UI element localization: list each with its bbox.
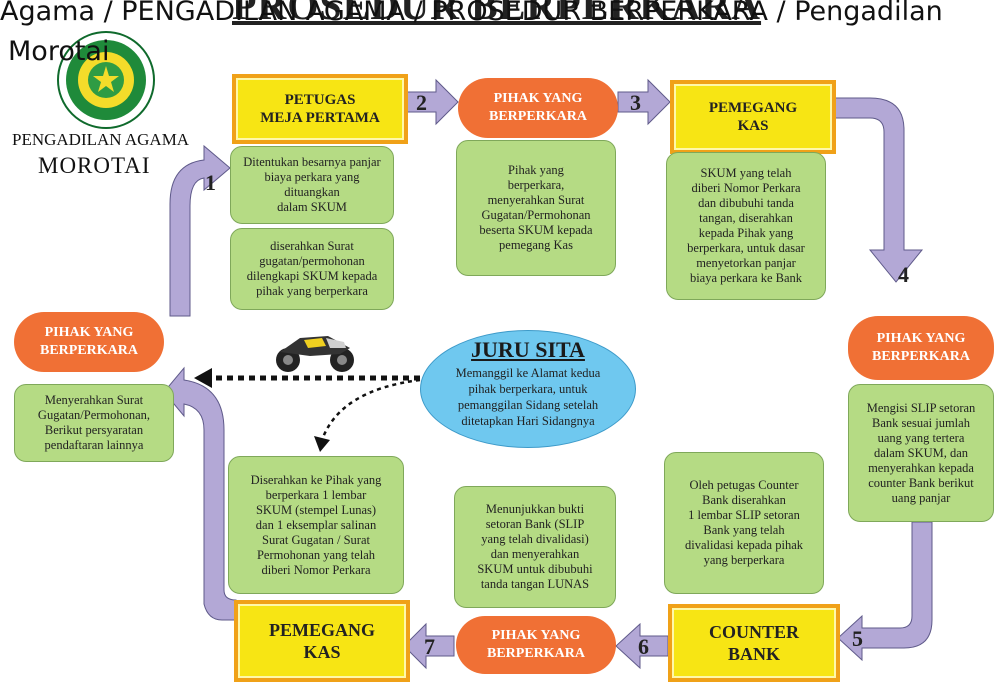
step-number-7: 7 (424, 634, 435, 659)
step-number-4: 4 (898, 262, 909, 287)
organization-name: PENGADILAN AGAMA (12, 130, 190, 149)
step-counter-bank: COUNTER BANK (668, 604, 840, 682)
step-number-3: 3 (630, 90, 641, 115)
arrow-loop-left (163, 366, 237, 621)
step-pihak-berperkara-bottom: PIHAK YANG BERPERKARA (456, 616, 616, 674)
diagram-title: PROSEDUR BERPERKARA (232, 0, 762, 28)
note-skum-nomor: SKUM yang telah diberi Nomor Perkara dan… (666, 152, 826, 300)
breadcrumb: Agama / PENGADILAN AGAMA / PROSEDUR BERP… (0, 0, 943, 27)
juru-sita-ellipse: JURU SITA Memanggil ke Alamat kedua piha… (420, 330, 636, 448)
note-bukti-setoran: Menunjukkan bukti setoran Bank (SLIP yan… (454, 486, 616, 608)
note-surat-gugatan: diserahkan Surat gugatan/permohonan dile… (230, 228, 394, 310)
step-pemegang-kas-top: PEMEGANG KAS (670, 80, 836, 154)
arrow-3 (617, 78, 671, 126)
step-number-1: 1 (205, 170, 216, 195)
arrow-4 (829, 97, 924, 283)
note-penyerahan-awal: Menyerahkan Surat Gugatan/Permohonan, Be… (14, 384, 174, 462)
note-panjar: Ditentukan besarnya panjar biaya perkara… (230, 146, 394, 224)
arrow-7 (403, 622, 455, 670)
step-pihak-berperkara-left: PIHAK YANG BERPERKARA (14, 312, 164, 372)
dotted-arrow-down (320, 378, 421, 441)
step-number-2: 2 (416, 90, 427, 115)
step-pemegang-kas-bottom: PEMEGANG KAS (234, 600, 410, 682)
court-emblem-icon (57, 31, 155, 129)
step-number-5: 5 (852, 626, 863, 651)
step-petugas-meja-pertama: PETUGAS MEJA PERTAMA (232, 74, 408, 144)
breadcrumb-continuation: Morotai (8, 36, 110, 67)
step-pihak-berperkara-right: PIHAK YANG BERPERKARA (848, 316, 994, 380)
step-number-6: 6 (638, 634, 649, 659)
arrow-2 (403, 78, 459, 126)
juru-sita-title: JURU SITA (471, 337, 585, 362)
note-counter-bank: Oleh petugas Counter Bank diserahkan 1 l… (664, 452, 824, 594)
step-pihak-berperkara-top: PIHAK YANG BERPERKARA (458, 78, 618, 138)
organization-location: MOROTAI (38, 153, 151, 178)
motorcycle-icon (276, 336, 354, 372)
note-slip-setoran: Mengisi SLIP setoran Bank sesuai jumlah … (848, 384, 994, 522)
juru-sita-text: Memanggil ke Alamat kedua pihak berperka… (455, 366, 601, 428)
note-skum-lunas: Diserahkan ke Pihak yang berperkara 1 le… (228, 456, 404, 594)
arrow-1 (169, 144, 231, 317)
arrow-6 (615, 622, 669, 670)
note-pihak-serah: Pihak yang berperkara, menyerahkan Surat… (456, 140, 616, 276)
